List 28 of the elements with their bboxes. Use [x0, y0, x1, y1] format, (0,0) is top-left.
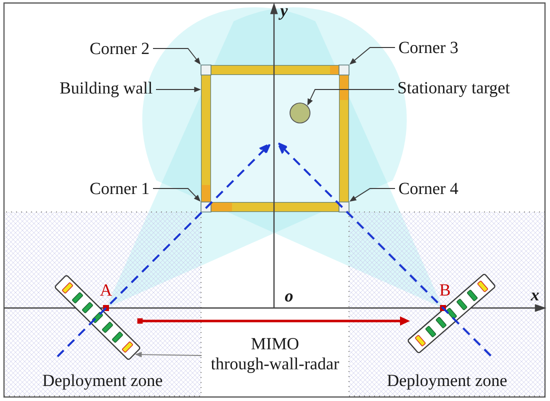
leader-line: [152, 48, 201, 65]
point-label: B: [440, 284, 450, 296]
leader-line: [156, 86, 201, 92]
point-label: A: [100, 284, 112, 296]
axis-label: y: [278, 8, 288, 20]
corner-square: [338, 202, 350, 212]
building-wall: [201, 65, 349, 212]
target-circle: [290, 102, 310, 124]
corner-square: [200, 64, 212, 76]
callout-label: Corner 1: [90, 182, 149, 194]
arrow: [140, 316, 410, 326]
callout-label: Building wall: [60, 82, 152, 98]
axis-label: o: [285, 293, 293, 302]
dashed-arrow: [277, 142, 492, 358]
dashed-arrow: [56, 143, 271, 358]
callout-label: Corner 3: [399, 42, 458, 54]
corner-square: [338, 64, 350, 76]
corner-square: [200, 202, 212, 212]
axis-label: x: [530, 292, 539, 300]
callout-label: Stationary target: [398, 82, 510, 97]
callout-label: Corner 2: [90, 42, 149, 54]
callout-label: MIMO through-wall-radar: [210, 338, 340, 373]
leader-line: [349, 188, 396, 202]
leader-line: [134, 352, 202, 358]
leader-line: [349, 47, 396, 65]
leader-line: [152, 188, 201, 202]
callout-label: Corner 4: [399, 182, 458, 194]
leader-line: [307, 89, 394, 106]
